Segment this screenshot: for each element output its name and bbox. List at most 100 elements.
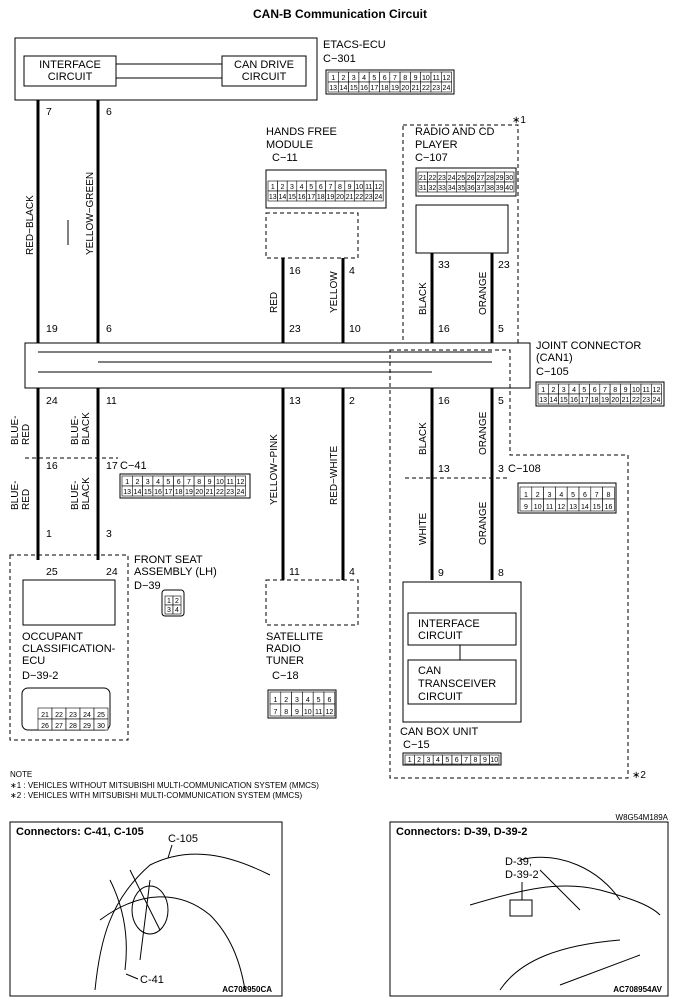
connector-pin-number: 17 xyxy=(307,194,315,201)
c41-pin-1: 1 xyxy=(46,528,52,540)
connector-pin-number: 23 xyxy=(69,712,77,719)
connector-pin-number: 2 xyxy=(284,697,288,704)
connector-pin-number: 13 xyxy=(569,504,577,511)
connector-pin-number: 7 xyxy=(273,709,277,716)
canbox-note: ∗2 xyxy=(632,770,646,781)
occupant-classification-ecu: 25 24 OCCUPANT CLASSIFICATION- ECU D−39-… xyxy=(9,554,129,741)
connector-pin-number: 25 xyxy=(97,712,105,719)
connector-pin-number: 28 xyxy=(69,723,77,730)
hands-free-name-2: MODULE xyxy=(266,139,313,151)
connector-pin-number: 6 xyxy=(319,184,323,191)
front-seat-code: D−39 xyxy=(134,580,161,592)
c108-pin-3: 3 xyxy=(498,463,504,475)
c41-pin-3: 3 xyxy=(106,528,112,540)
joint-pin-5: 5 xyxy=(498,323,504,335)
connector-pin-number: 15 xyxy=(144,489,152,496)
joint-pin-13: 13 xyxy=(289,395,301,407)
connector-pin-number: 23 xyxy=(642,397,650,404)
connector-pin-number: 6 xyxy=(177,479,181,486)
connector-pin-number: 18 xyxy=(591,397,599,404)
joint-pin-16-bottom: 16 xyxy=(438,395,450,407)
panel-connectors-d39: Connectors: D-39, D-39-2 D-39, D-39-2 AC… xyxy=(389,821,669,997)
connector-pin-number: 7 xyxy=(393,75,397,82)
connector-pin-number: 22 xyxy=(55,712,63,719)
panel-left-code: AC708950CA xyxy=(222,985,272,994)
panel-right-code: AC708954AV xyxy=(613,985,662,994)
wire-label-white: WHITE xyxy=(418,512,429,545)
etacs-name: ETACS-ECU xyxy=(323,39,386,51)
figure-id: W8G54M189A xyxy=(616,813,669,822)
connector-pin-number: 8 xyxy=(607,492,611,499)
connector-pin-number: 14 xyxy=(550,397,558,404)
joint-name-1: JOINT CONNECTOR xyxy=(536,340,641,352)
connector-pin-number: 5 xyxy=(372,75,376,82)
connector-pin-number: 5 xyxy=(309,184,313,191)
occupant-name-3: ECU xyxy=(22,655,45,667)
connector-pin-number: 10 xyxy=(422,75,430,82)
connector-pin-number: 2 xyxy=(536,492,540,499)
connector-pin-number: 8 xyxy=(613,387,617,394)
wire-label-blue-black-2b: BLACK xyxy=(81,477,92,510)
connector-pin-number: 12 xyxy=(557,504,565,511)
connector-pin-number: 7 xyxy=(187,479,191,486)
connector-pin-number: 24 xyxy=(653,397,661,404)
hands-free-pin-16: 16 xyxy=(289,265,301,277)
connector-pin-number: 6 xyxy=(583,492,587,499)
connector-pin-number: 4 xyxy=(306,697,310,704)
wire-label-black-mid: BLACK xyxy=(418,422,429,455)
c41-code: C−41 xyxy=(120,460,147,472)
connector-pin-number: 23 xyxy=(365,194,373,201)
connector-pin-number: 3 xyxy=(548,492,552,499)
connector-pin-number: 12 xyxy=(326,709,334,716)
connector-pin-number: 5 xyxy=(317,697,321,704)
connector-pin-number: 23 xyxy=(438,175,446,182)
connector-pin-number: 14 xyxy=(581,504,589,511)
wire-label-orange-bottom: ORANGE xyxy=(478,501,489,545)
connector-pin-number: 1 xyxy=(541,387,545,394)
connector-pin-number: 2 xyxy=(341,75,345,82)
connector-pin-number: 11 xyxy=(643,387,650,394)
note-1: ∗1 : VEHICLES WITHOUT MITSUBISHI MULTI-C… xyxy=(10,781,319,790)
connector-pin-number: 10 xyxy=(632,387,640,394)
connector-pin-number: 14 xyxy=(340,85,348,92)
satellite-name-1: SATELLITE xyxy=(266,631,323,643)
connector-pin-number: 4 xyxy=(572,387,576,394)
connector-pin-number: 35 xyxy=(457,185,465,192)
connector-pin-number: 11 xyxy=(433,75,440,82)
panel-left-title: Connectors: C-41, C-105 xyxy=(16,826,144,838)
connector-pin-number: 5 xyxy=(445,757,449,764)
panel-left-label-c41: C-41 xyxy=(140,974,164,986)
connector-pin-number: 11 xyxy=(227,479,234,486)
connector-pin-number: 5 xyxy=(571,492,575,499)
connector-pin-number: 31 xyxy=(419,185,427,192)
connector-pin-number: 24 xyxy=(375,194,383,201)
connector-pin-number: 4 xyxy=(559,492,563,499)
connector-pin-number: 16 xyxy=(605,504,613,511)
c108-pin-13: 13 xyxy=(438,463,450,475)
canbox-name: CAN BOX UNIT xyxy=(400,726,479,738)
connector-pin-number: 9 xyxy=(348,184,352,191)
connector-pin-number: 8 xyxy=(338,184,342,191)
connector-pin-number: 10 xyxy=(216,479,224,486)
etacs-interface-line2: CIRCUIT xyxy=(48,71,93,83)
occupant-code: D−39-2 xyxy=(22,670,58,682)
connector-pin-number: 1 xyxy=(271,184,275,191)
hands-free-pin-4: 4 xyxy=(349,265,355,277)
connector-pin-number: 15 xyxy=(593,504,601,511)
connector-pin-number: 20 xyxy=(336,194,344,201)
wire-label-yellow-green: YELLOW−GREEN xyxy=(85,172,96,255)
connector-pin-number: 8 xyxy=(197,479,201,486)
connector-pin-number: 28 xyxy=(486,175,494,182)
connector-pin-number: 3 xyxy=(290,184,294,191)
diagram-title: CAN-B Communication Circuit xyxy=(253,7,427,21)
radio-pin-33: 33 xyxy=(438,259,450,271)
connector-pin-number: 1 xyxy=(524,492,528,499)
can-box-unit: 9 8 INTERFACE CIRCUIT CAN TRANSCEIVER CI… xyxy=(400,567,522,766)
connector-pin-number: 24 xyxy=(237,489,245,496)
connector-pin-number: 32 xyxy=(429,185,437,192)
connector-pin-number: 3 xyxy=(352,75,356,82)
c41-pin-16: 16 xyxy=(46,460,58,472)
connector-pin-number: 23 xyxy=(226,489,234,496)
